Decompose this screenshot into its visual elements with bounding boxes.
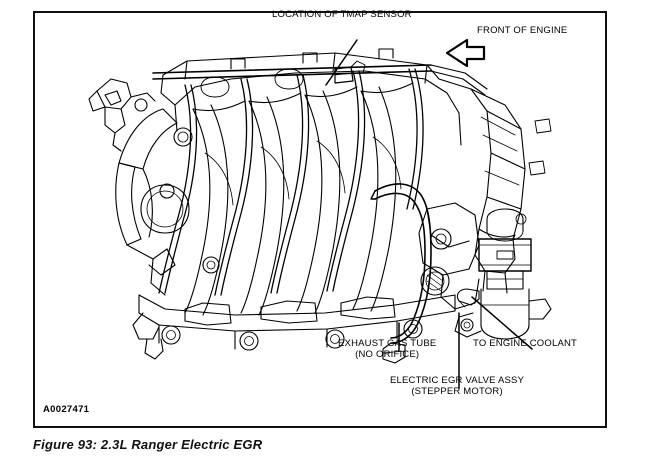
part-number: A0027471 <box>43 404 90 415</box>
figure-caption: Figure 93: 2.3L Ranger Electric EGR <box>33 437 263 452</box>
callout-front-of-engine: FRONT OF ENGINE <box>477 25 568 36</box>
callout-to-engine-coolant: TO ENGINE COOLANT <box>473 338 578 349</box>
figure-frame: A0027471 <box>33 11 607 428</box>
callout-exhaust-gas-tube-line1: EXHAUST GAS TUBE <box>338 338 437 349</box>
callout-electric-egr-valve-line1: ELECTRIC EGR VALVE ASSY <box>390 375 525 386</box>
callout-electric-egr-valve: ELECTRIC EGR VALVE ASSY (STEPPER MOTOR) <box>390 375 524 397</box>
callout-tmap-sensor: LOCATION OF TMAP SENSOR <box>272 9 412 20</box>
callout-exhaust-gas-tube: EXHAUST GAS TUBE (NO ORIFICE) <box>338 338 436 360</box>
engine-illustration <box>35 13 609 430</box>
arrow-left-outline-icon <box>445 38 486 68</box>
callout-exhaust-gas-tube-line2: (NO ORIFICE) <box>355 349 420 360</box>
engine-line-art <box>88 38 552 389</box>
callout-electric-egr-valve-line2: (STEPPER MOTOR) <box>411 386 503 397</box>
